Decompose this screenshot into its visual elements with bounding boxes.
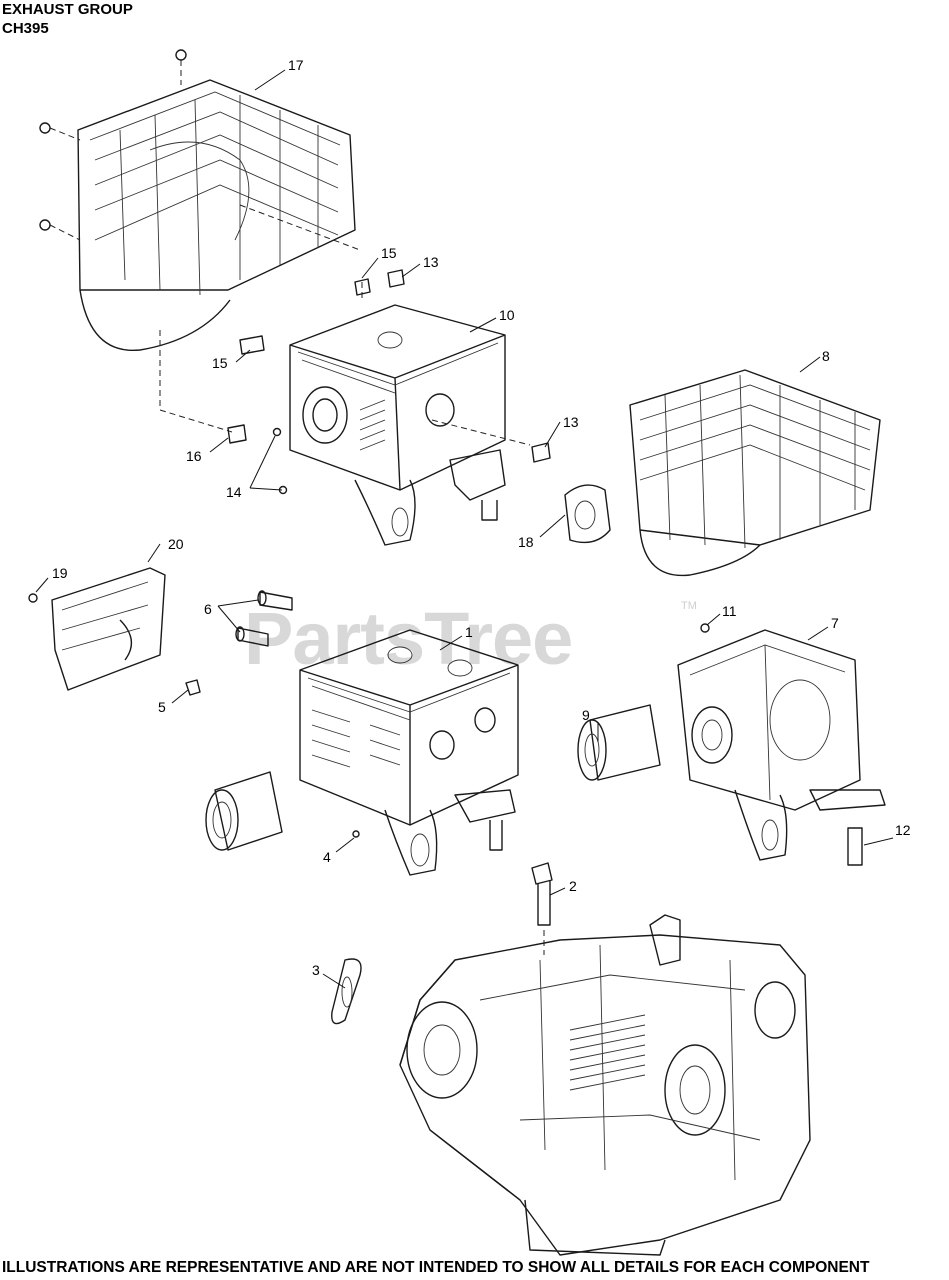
engine-block (399, 914, 811, 1256)
callout-15-side: 15 (212, 355, 228, 371)
callout-19: 19 (52, 565, 68, 581)
spark-arrestor-9 (577, 704, 661, 781)
callout-14: 14 (226, 484, 242, 500)
muffler-7 (677, 629, 886, 861)
screw-19 (28, 593, 38, 603)
gasket-3 (331, 958, 362, 1025)
heat-shield-upper (39, 49, 356, 352)
callout-13-side: 13 (563, 414, 579, 430)
disclaimer-footer: ILLUSTRATIONS ARE REPRESENTATIVE AND ARE… (2, 1259, 870, 1276)
callout-17: 17 (288, 57, 304, 73)
callout-1: 1 (465, 624, 473, 640)
callout-5: 5 (158, 699, 166, 715)
callout-9: 9 (582, 707, 590, 723)
studs-6 (235, 590, 293, 647)
model-number: CH395 (2, 20, 49, 37)
callout-16: 16 (186, 448, 202, 464)
callout-18: 18 (518, 534, 534, 550)
heat-shield-right (629, 369, 881, 577)
callout-10: 10 (499, 307, 515, 323)
callout-3: 3 (312, 962, 320, 978)
callout-11: 11 (722, 603, 737, 619)
screw-11 (700, 623, 710, 633)
callout-15-top: 15 (381, 245, 397, 261)
spark-arrestor-left (205, 771, 283, 851)
callout-12: 12 (895, 822, 911, 838)
callout-2: 2 (569, 878, 577, 894)
callout-4: 4 (323, 849, 331, 865)
callout-20: 20 (168, 536, 184, 552)
callout-8: 8 (822, 348, 830, 364)
screw-5 (185, 679, 201, 696)
callout-7: 7 (831, 615, 839, 631)
leader-lines (35, 69, 894, 989)
watermark-trademark: TM (681, 600, 697, 612)
muffler-main (299, 629, 519, 876)
stud-2 (531, 862, 553, 926)
spacer-12 (847, 827, 863, 866)
hardware-small (227, 269, 551, 838)
callout-13-top: 13 (423, 254, 439, 270)
callout-numbers: 17 15 13 10 15 8 13 16 14 18 20 19 6 5 1… (52, 57, 911, 978)
callout-6: 6 (204, 601, 212, 617)
gasket-18 (564, 484, 611, 544)
bracket-20 (51, 567, 166, 691)
muffler-upper (289, 304, 506, 546)
page-title: EXHAUST GROUP (2, 1, 133, 18)
